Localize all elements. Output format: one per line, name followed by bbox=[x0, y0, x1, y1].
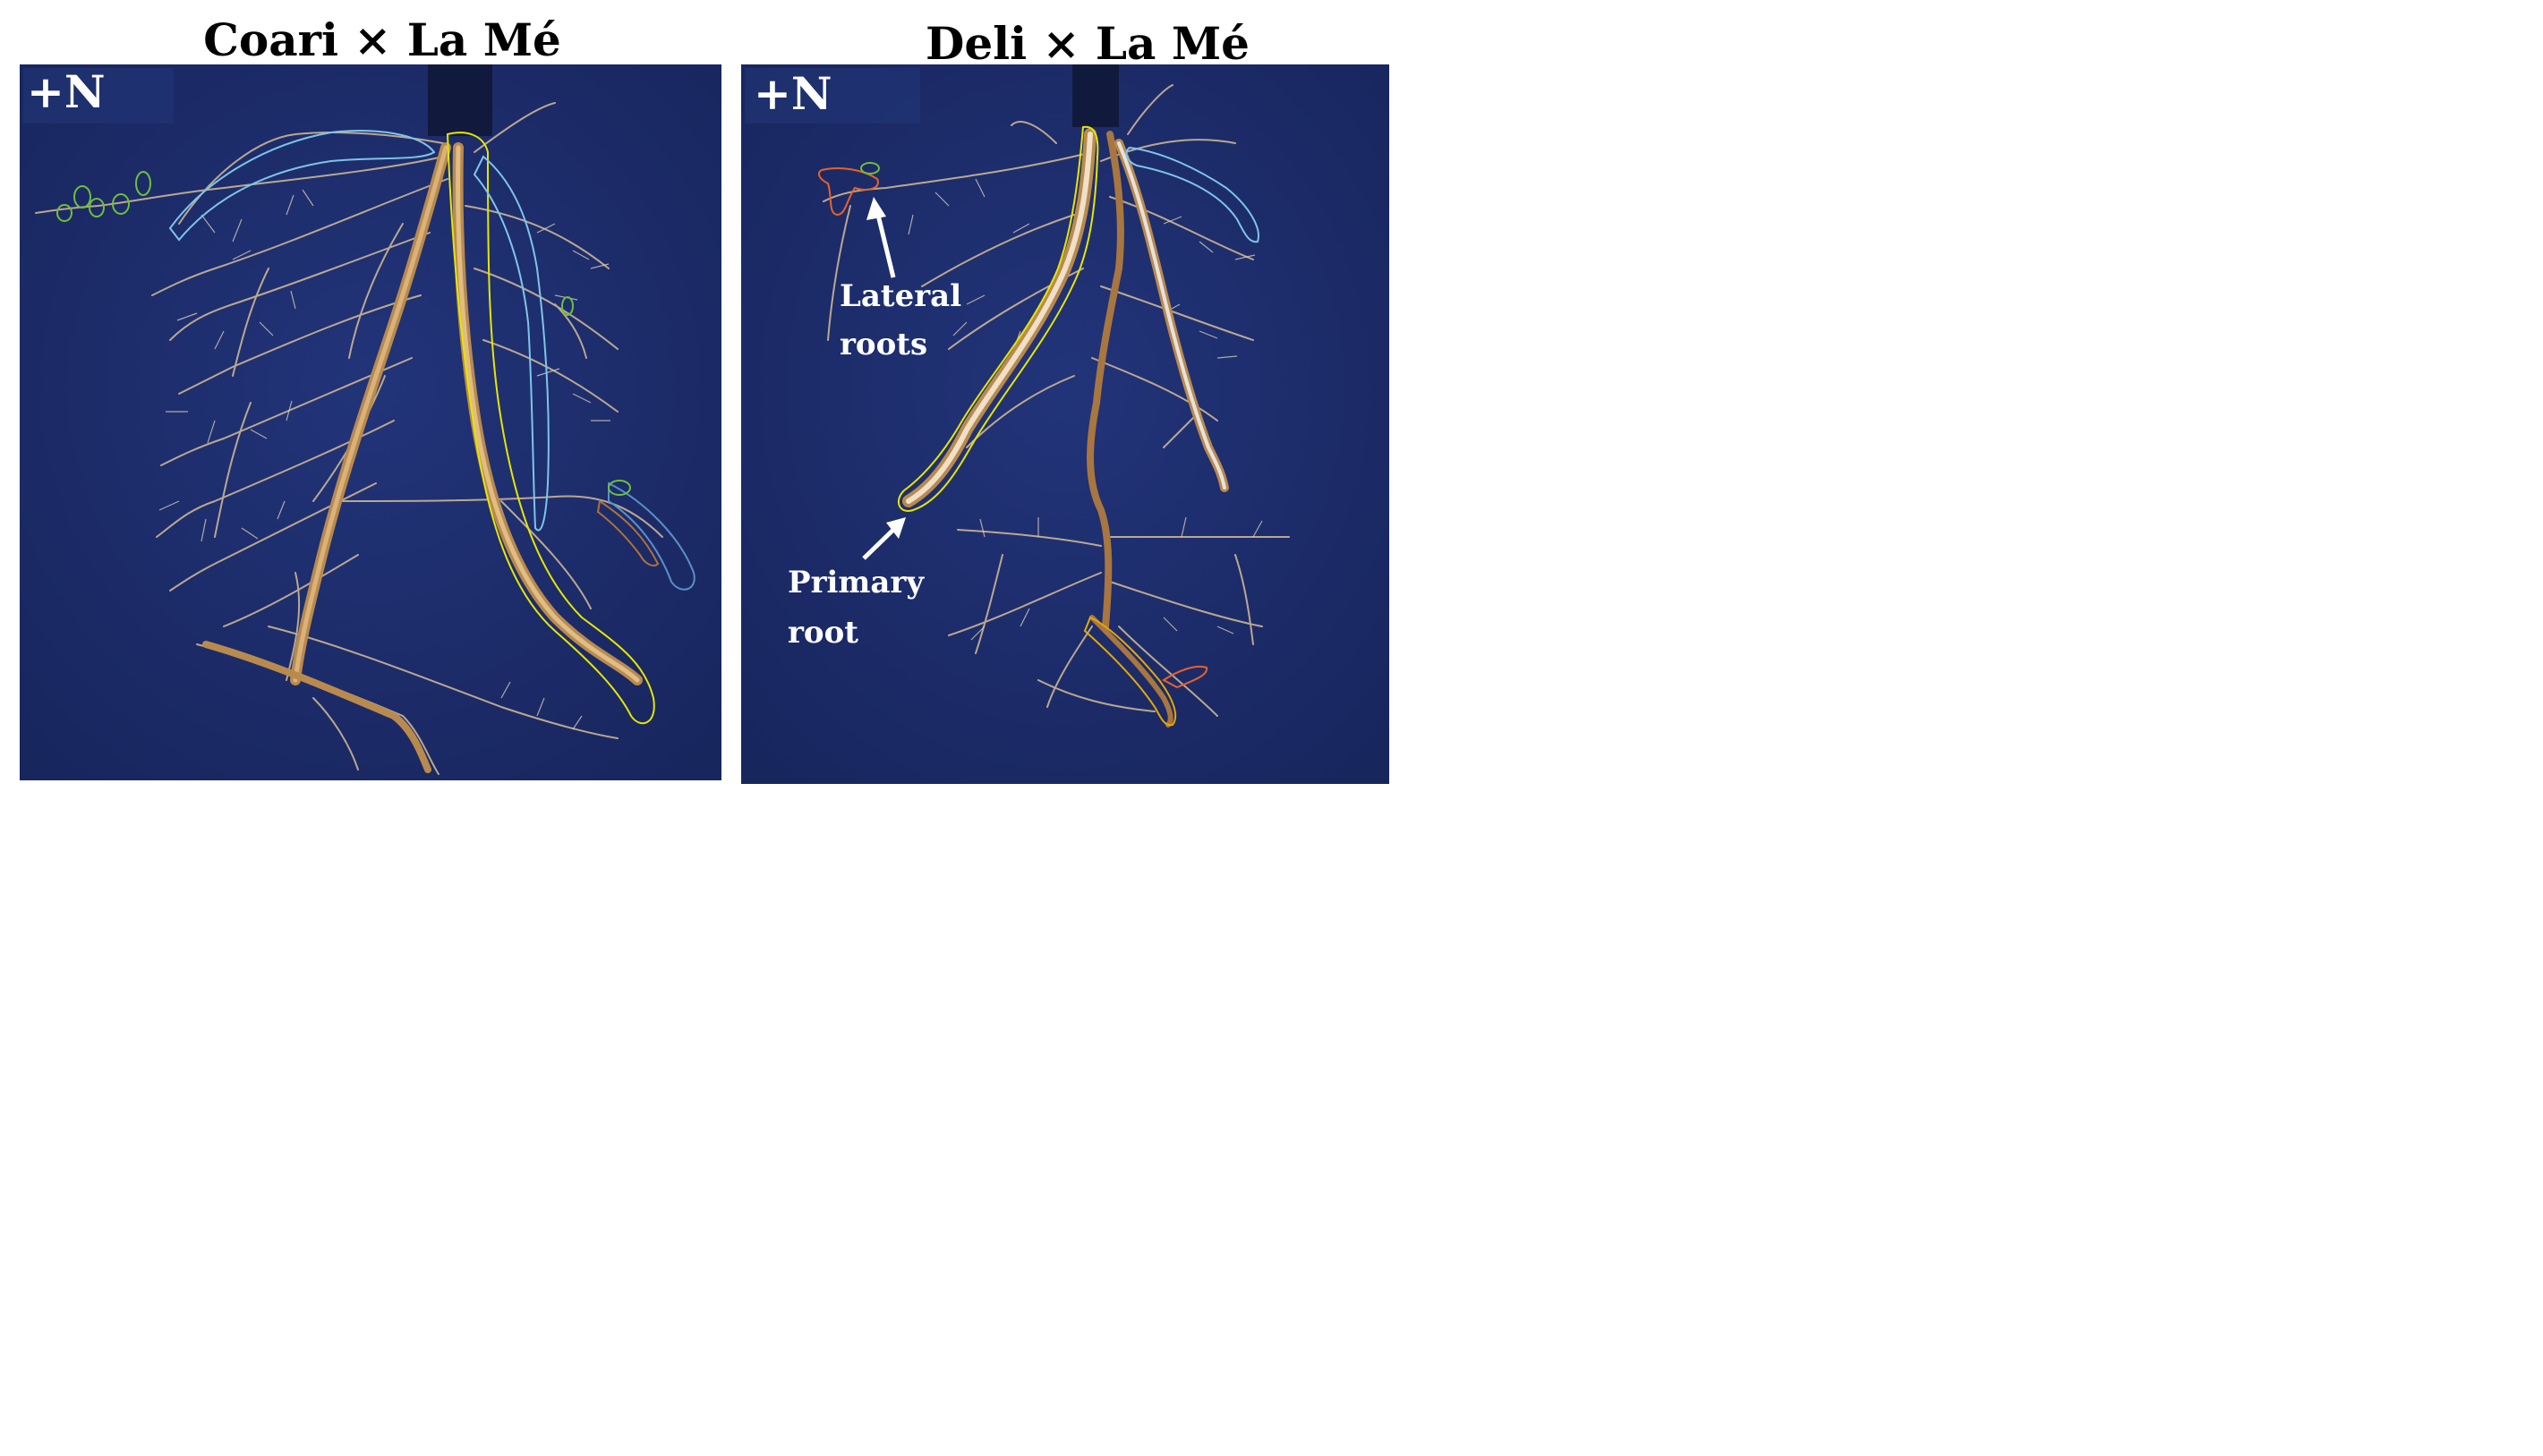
lateral-root-outline-right-orange bbox=[817, 167, 879, 217]
main-root-left-3 bbox=[202, 641, 431, 773]
primary-root-arrow bbox=[862, 517, 906, 560]
lateral-roots-label-line1: Lateral bbox=[840, 278, 961, 314]
panel-left-background bbox=[20, 64, 721, 780]
stem-holder-right bbox=[1072, 64, 1119, 127]
panel-label-right: +N bbox=[754, 67, 832, 120]
stem-holder-left bbox=[428, 64, 492, 136]
primary-root-label-line1: Primary bbox=[788, 565, 925, 600]
root-right-2 bbox=[1087, 131, 1124, 630]
primary-root-label-line2: root bbox=[788, 615, 858, 651]
root-right-4 bbox=[1089, 615, 1173, 728]
lateral-roots-label-line2: roots bbox=[840, 327, 927, 362]
primary-root-outline-left bbox=[446, 132, 655, 725]
lateral-roots-left bbox=[35, 102, 663, 775]
fine-roots-left bbox=[158, 189, 610, 730]
root-tip-outline-right-orange bbox=[1162, 666, 1208, 689]
lateral-root-outline-left-2 bbox=[473, 155, 550, 532]
panel-left: +N bbox=[20, 64, 721, 780]
panel-title-right: Deli × La Mé bbox=[926, 17, 1250, 70]
lateral-roots-right bbox=[823, 84, 1290, 717]
primary-root-outline-right bbox=[897, 125, 1099, 512]
lateral-root-outline-left-4 bbox=[596, 499, 660, 566]
figure: Coari × La Mé Deli × La Mé bbox=[0, 0, 1404, 804]
panel-label-left: +N bbox=[27, 65, 106, 118]
panel-title-left: Coari × La Mé bbox=[203, 13, 561, 66]
figure-svg: Coari × La Mé Deli × La Mé bbox=[20, 13, 1389, 784]
lateral-root-outline-left-1 bbox=[168, 130, 436, 242]
panel-right-background bbox=[741, 64, 1389, 784]
lateral-root-outline-left-3 bbox=[608, 481, 695, 591]
lateral-root-outline-right-bottom bbox=[1083, 616, 1177, 727]
lateral-root-outline-right bbox=[1125, 146, 1259, 243]
fine-roots-right bbox=[908, 178, 1263, 641]
panel-right: +N Lateral roots Primary root bbox=[741, 64, 1389, 784]
root-tip-outline-right bbox=[860, 162, 880, 175]
root-tip-outlines-left bbox=[56, 171, 631, 496]
lateral-roots-arrow bbox=[866, 197, 896, 278]
